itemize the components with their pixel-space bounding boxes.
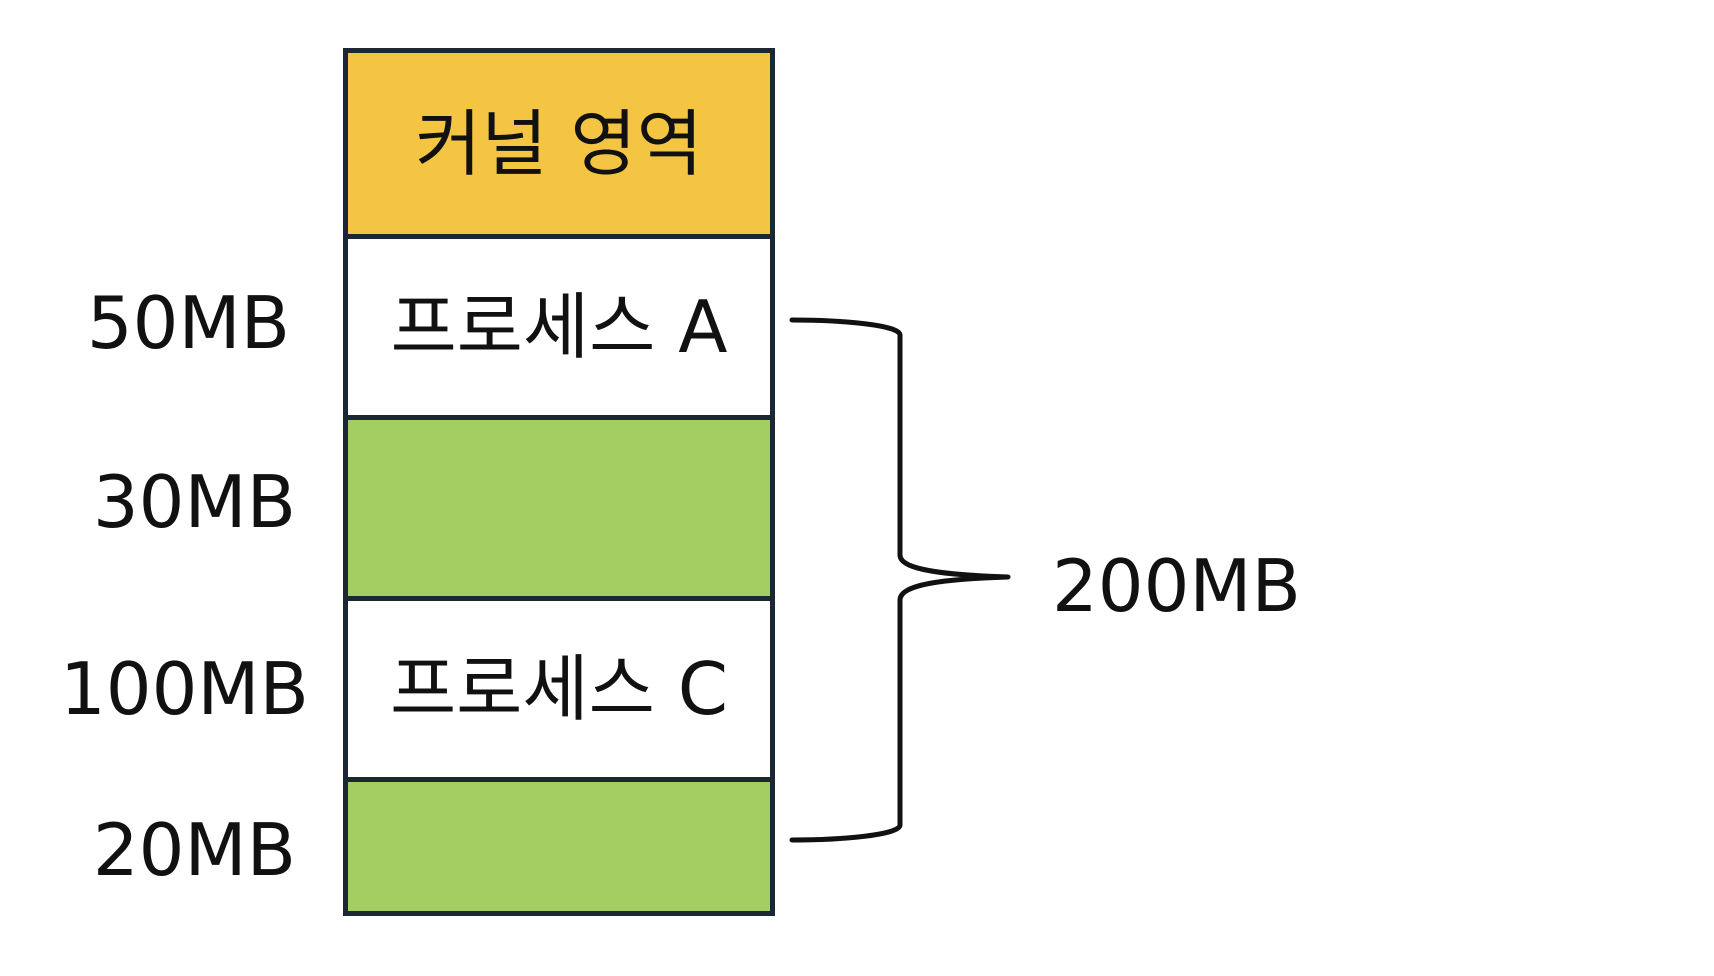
kernel-region-label: 커널 영역 [415,101,703,186]
process-a-label: 프로세스 A [390,285,728,369]
free-space-block-2 [348,777,770,911]
size-label-process-c: 100MB [60,647,309,731]
free-space-block-1 [348,415,770,596]
curly-brace-path [789,317,1011,843]
process-c-block: 프로세스 C [348,596,770,777]
process-a-block: 프로세스 A [348,234,770,415]
size-label-free-2: 20MB [92,808,296,892]
size-label-process-a: 50MB [86,281,290,365]
size-label-free-1: 30MB [92,460,296,544]
process-c-label: 프로세스 C [389,647,729,731]
memory-stack: 커널 영역 프로세스 A 프로세스 C [343,48,775,916]
total-size-label: 200MB [1052,544,1301,628]
kernel-region-block: 커널 영역 [348,53,770,234]
